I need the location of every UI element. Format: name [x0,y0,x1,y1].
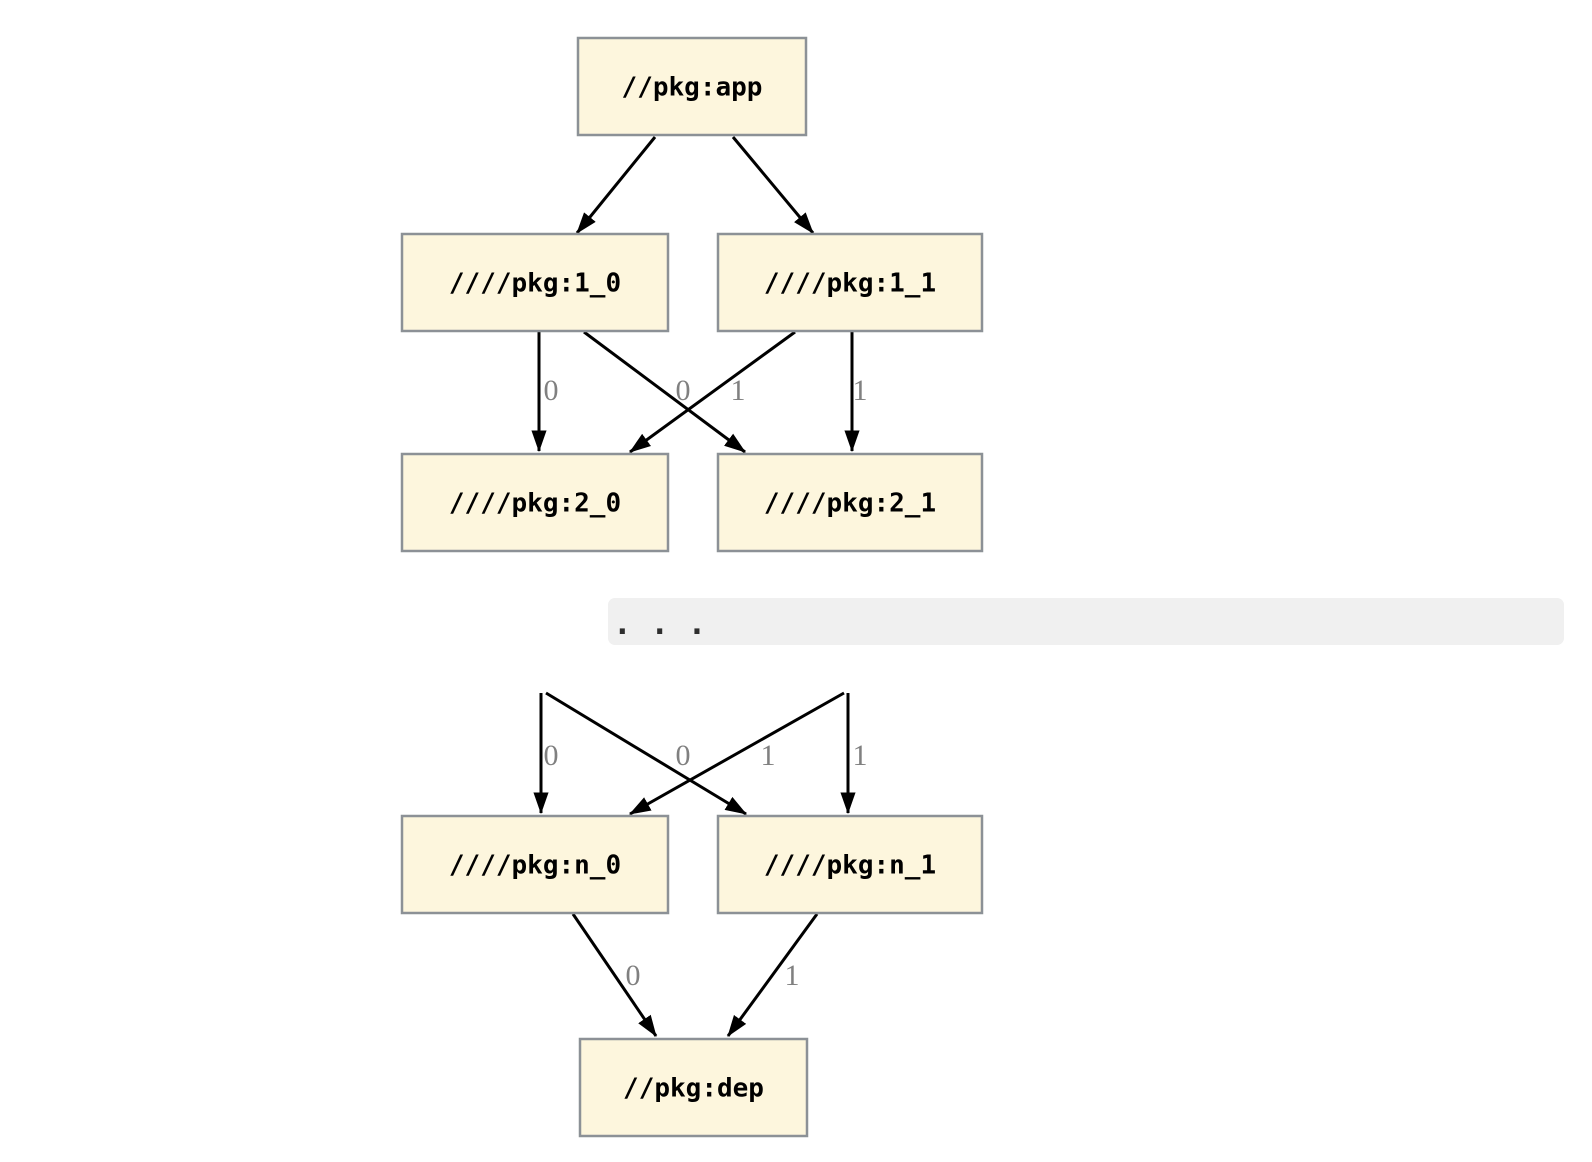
edge-label-1_1-to-2_1: 1 [853,374,868,407]
edge-label-ellipsis-to-n_0: 0 [544,739,559,772]
edge-label-1_0-to-2_1: 1 [731,374,746,407]
node-1_1 [716,232,984,333]
edge-1_0-to-2_1 [583,330,746,454]
node-1_0 [400,232,670,333]
ellipsis-dots: . . . [613,606,706,642]
node-app [576,36,808,137]
edge-n_1-to-dep [726,913,819,1037]
edge-label-n_0-to-dep: 0 [626,959,641,992]
node-label-n_0: ////pkg:n_0 [449,851,621,881]
edge-ellipsis-to-n_1 [545,691,747,816]
node-label-n_1: ////pkg:n_1 [764,851,936,881]
edge-label-ellipsis-to-n_1: 1 [761,739,776,772]
edge-label-n_1-to-dep: 1 [785,959,800,992]
edge-label-1_0-to-2_0: 0 [544,374,559,407]
node-dep [578,1037,809,1138]
edge-1_1-to-2_0 [629,330,796,454]
node-label-2_1: ////pkg:2_1 [764,489,936,519]
edge-label-1_1-to-2_0: 0 [676,374,691,407]
node-2_1 [716,452,984,553]
node-label-app: //pkg:app [622,73,763,103]
node-label-2_0: ////pkg:2_0 [449,489,621,519]
node-label-1_1: ////pkg:1_1 [764,269,936,299]
edge-app-to-1_1 [731,136,815,234]
node-label-dep: //pkg:dep [623,1074,764,1104]
ellipsis-band [608,598,1564,645]
edge-n_0-to-dep [571,913,658,1037]
edge-app-to-1_0 [575,136,657,234]
edge-ellipsis-to-n_0 [629,691,845,816]
edge-label-ellipsis-to-n_1: 1 [853,739,868,772]
node-n_1 [716,814,984,915]
node-2_0 [400,452,670,553]
node-n_0 [400,814,670,915]
node-label-1_0: ////pkg:1_0 [449,269,621,299]
edge-label-ellipsis-to-n_0: 0 [676,739,691,772]
